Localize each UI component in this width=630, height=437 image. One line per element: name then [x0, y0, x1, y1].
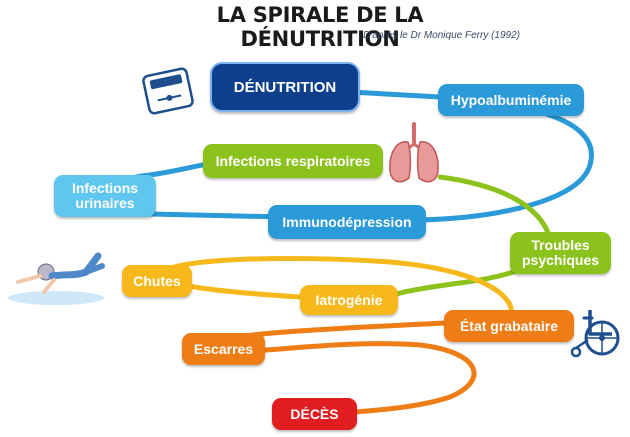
node-iatrogenie: Iatrogénie [300, 285, 398, 315]
diagram-subtitle: D'après le Dr Monique Ferry (1992) [363, 30, 520, 41]
node-troubles-psychiques: Troubles psychiques [510, 232, 611, 274]
node-denutrition: DÉNUTRITION [210, 62, 360, 112]
wheelchair-icon [570, 310, 620, 358]
node-hypoalbuminemie: Hypoalbuminémie [438, 84, 584, 116]
spiral-segment-blue [108, 89, 594, 223]
node-etat-grabataire: État grabataire [444, 310, 574, 342]
lungs-icon [389, 122, 439, 183]
node-deces: DÉCÈS [272, 398, 357, 430]
falling-person-icon [8, 252, 105, 305]
node-escarres: Escarres [182, 333, 265, 365]
diagram-title: LA SPIRALE DE LA DÉNUTRITION [216, 3, 424, 51]
node-chutes: Chutes [122, 265, 192, 297]
scale-icon [142, 67, 194, 115]
node-infections-urinaires: Infections urinaires [54, 175, 156, 217]
node-infections-respiratoires: Infections respiratoires [203, 144, 383, 178]
node-immunodepression: Immunodépression [268, 205, 426, 239]
